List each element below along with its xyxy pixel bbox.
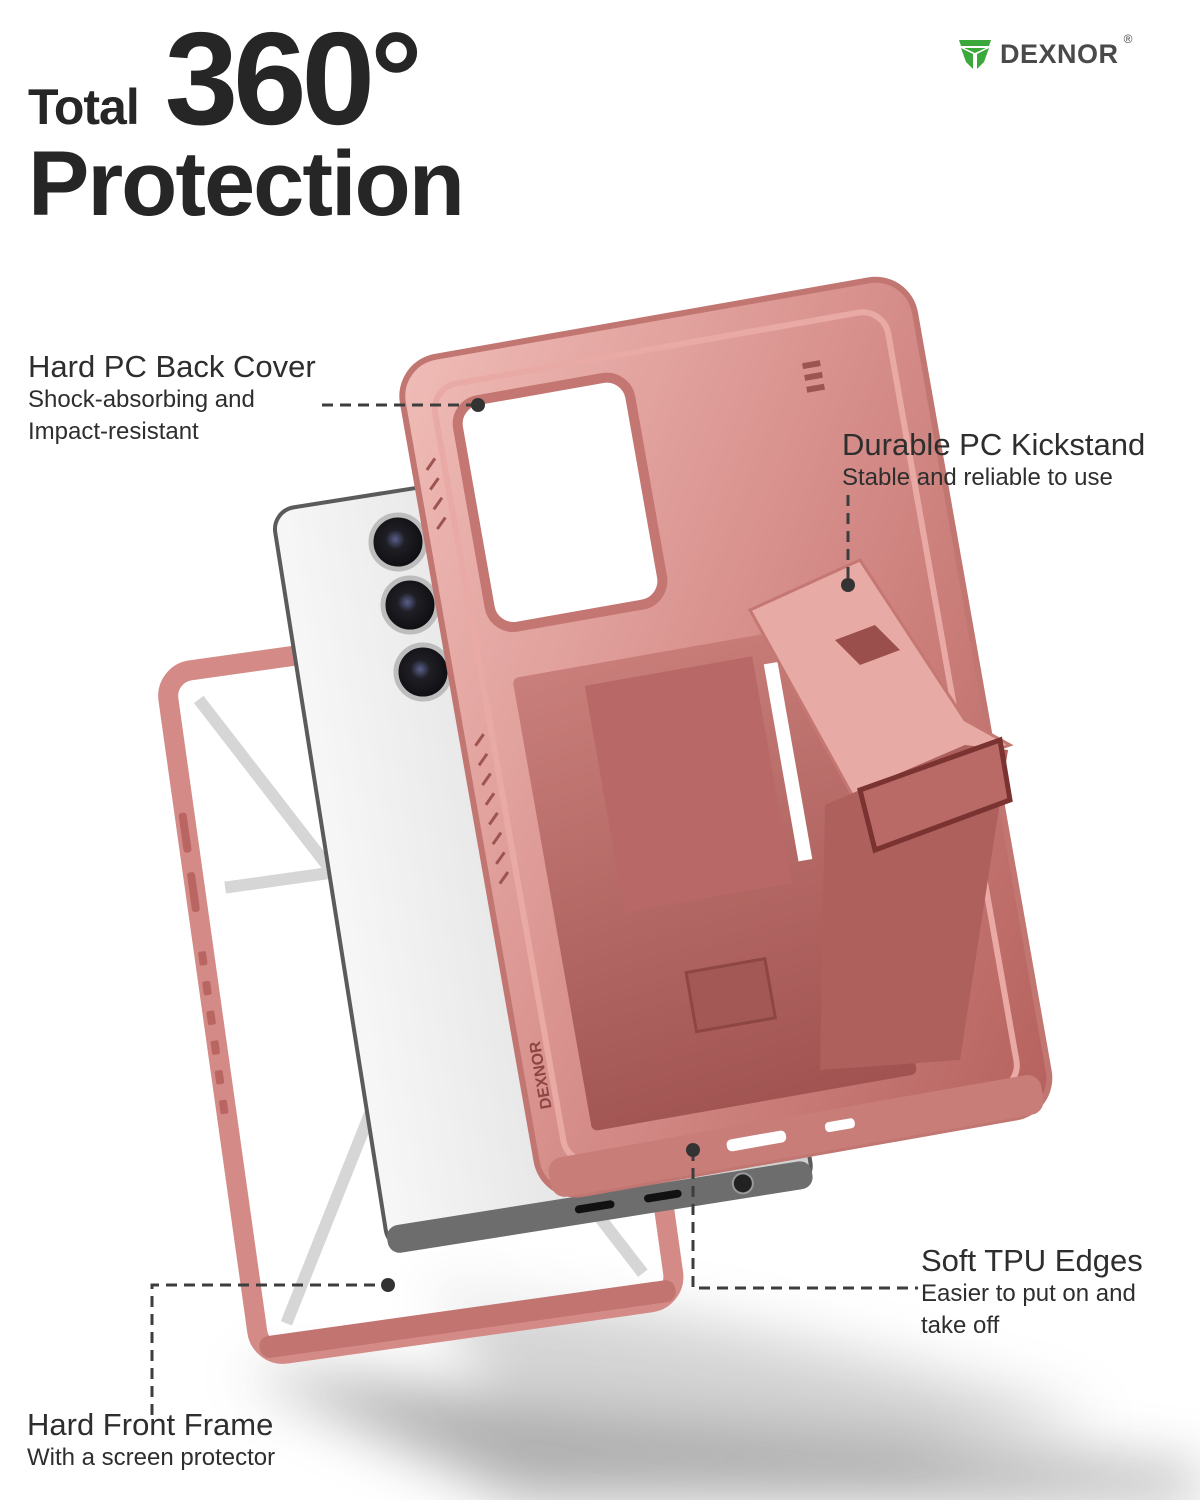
callout-subtitle: Stable and reliable to use xyxy=(842,464,1113,491)
callout-subtitle: Shock-absorbing and xyxy=(28,386,255,413)
callout-subtitle: Impact-resistant xyxy=(28,418,199,445)
floor-shadow xyxy=(240,1280,1200,1500)
callout-tpu-edges: Soft TPU Edges Easier to put on and take… xyxy=(921,1244,1143,1342)
callout-subtitle: take off xyxy=(921,1312,1000,1339)
brand-name: DEXNOR xyxy=(1000,38,1119,69)
callout-front-frame: Hard Front Frame With a screen protector xyxy=(27,1408,275,1474)
dexnor-shield-logo-icon xyxy=(959,40,991,69)
callout-title: Durable PC Kickstand xyxy=(842,427,1146,462)
callout-back-cover: Hard PC Back Cover Shock-absorbing and I… xyxy=(28,350,316,448)
leader-lines xyxy=(150,403,918,1415)
callout-title: Hard PC Back Cover xyxy=(28,349,316,384)
headline-number: 360° xyxy=(164,5,423,152)
registered-mark: ® xyxy=(1123,32,1133,46)
callout-title: Hard Front Frame xyxy=(27,1407,274,1442)
headline-prefix: Total xyxy=(28,79,140,135)
headline-word: Protection xyxy=(28,133,465,235)
kickstand xyxy=(747,558,1014,1070)
brand-logo: DEXNOR ® xyxy=(958,32,1133,70)
callout-kickstand: Durable PC Kickstand Stable and reliable… xyxy=(842,428,1145,494)
callout-title: Soft TPU Edges xyxy=(921,1243,1143,1278)
callout-subtitle: Easier to put on and xyxy=(921,1280,1136,1307)
headline: Total 360° Protection xyxy=(28,5,465,235)
leader-dots xyxy=(381,398,855,1292)
callout-subtitle: With a screen protector xyxy=(27,1444,276,1471)
